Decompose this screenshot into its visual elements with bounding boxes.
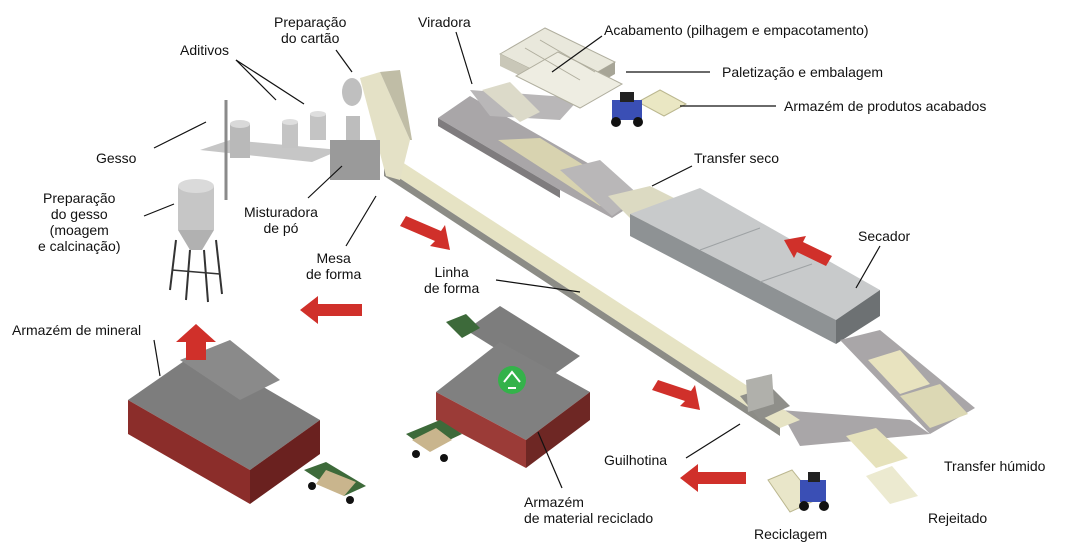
label-aditivos: Aditivos bbox=[180, 42, 230, 58]
truck-icon-2 bbox=[406, 314, 480, 462]
label-paletizacao: Paletização e embalagem bbox=[722, 64, 884, 80]
arrow-right-down-1 bbox=[400, 216, 450, 250]
label-viradora: Viradora bbox=[418, 14, 471, 30]
forklift-icon-2 bbox=[767, 469, 829, 513]
label-prep-cartao: Preparação do cartão bbox=[274, 14, 347, 46]
label-armazem-reciclado: Armazém de material reciclado bbox=[524, 494, 654, 526]
recycled-warehouse bbox=[436, 306, 590, 468]
arrow-left-2 bbox=[680, 464, 746, 492]
mineral-warehouse bbox=[128, 340, 320, 504]
cardboard-prep bbox=[342, 70, 412, 180]
arrow-up bbox=[176, 324, 216, 360]
label-gesso: Gesso bbox=[96, 150, 137, 166]
arrow-right-down-2 bbox=[652, 380, 700, 410]
recycle-icon bbox=[498, 366, 526, 394]
label-armazem-produtos: Armazém de produtos acabados bbox=[784, 98, 987, 114]
label-secador: Secador bbox=[858, 228, 911, 244]
label-mesa-forma: Mesa de forma bbox=[306, 250, 362, 282]
leader-lines bbox=[143, 31, 881, 489]
label-linha-forma: Linha de forma bbox=[424, 264, 480, 296]
label-guilhotina: Guilhotina bbox=[604, 452, 668, 468]
label-misturadora: Misturadora de pó bbox=[244, 204, 318, 236]
gypsum-silo bbox=[169, 179, 223, 303]
truck-icon bbox=[304, 462, 366, 504]
label-transfer-humido: Transfer húmido bbox=[944, 458, 1046, 474]
wet-transfer bbox=[780, 330, 975, 504]
forklift-icon bbox=[611, 92, 643, 127]
label-reciclagem: Reciclagem bbox=[754, 526, 828, 542]
label-armazem-mineral: Armazém de mineral bbox=[12, 322, 142, 338]
finished-stacks bbox=[498, 27, 624, 109]
label-acabamento: Acabamento (pilhagem e empacotamento) bbox=[604, 22, 869, 38]
label-rejeitado: Rejeitado bbox=[928, 510, 988, 526]
forming-line bbox=[384, 162, 800, 436]
dryer bbox=[498, 138, 880, 344]
pallet bbox=[636, 89, 688, 117]
arrow-left bbox=[300, 296, 362, 324]
mixer-and-additives bbox=[200, 100, 380, 200]
flow-arrows bbox=[176, 216, 832, 492]
label-transfer-seco: Transfer seco bbox=[694, 150, 780, 166]
arrow-left-down bbox=[784, 236, 832, 266]
label-prep-gesso: Preparação do gesso (moagem e calcinação… bbox=[38, 190, 121, 254]
